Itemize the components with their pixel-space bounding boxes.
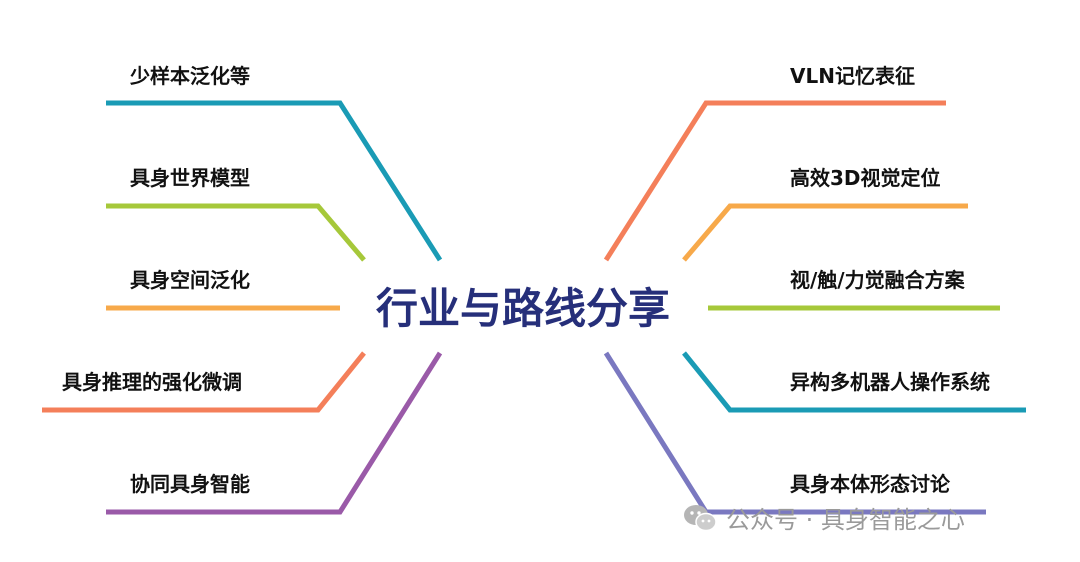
watermark: 公众号 · 具身智能之心 [682,500,965,535]
branch-label-right-3: 视/触/力觉融合方案 [790,268,965,292]
branch-label-right-2: 高效3D视觉定位 [790,166,941,190]
branch-label-right-5: 具身本体形态讨论 [790,472,950,496]
connector-right-4 [682,351,1026,413]
branch-label-left-4: 具身推理的强化微调 [62,370,242,394]
branch-label-left-3: 具身空间泛化 [130,268,250,292]
branch-label-right-4: 异构多机器人操作系统 [790,370,990,394]
branch-label-left-5: 协同具身智能 [130,472,250,496]
branch-label-left-2: 具身世界模型 [130,166,250,190]
watermark-text: 公众号 · 具身智能之心 [726,506,965,534]
connector-left-1 [106,100,443,262]
wechat-icon [684,504,717,531]
connector-right-1 [603,100,946,262]
center-title: 行业与路线分享 [375,284,670,333]
connector-left-4 [42,351,366,413]
connector-right-2 [682,203,968,262]
connector-left-5 [106,351,443,515]
branch-label-left-1: 少样本泛化等 [130,64,250,88]
branch-label-right-1: VLN记忆表征 [790,64,915,88]
connector-left-2 [106,203,366,262]
